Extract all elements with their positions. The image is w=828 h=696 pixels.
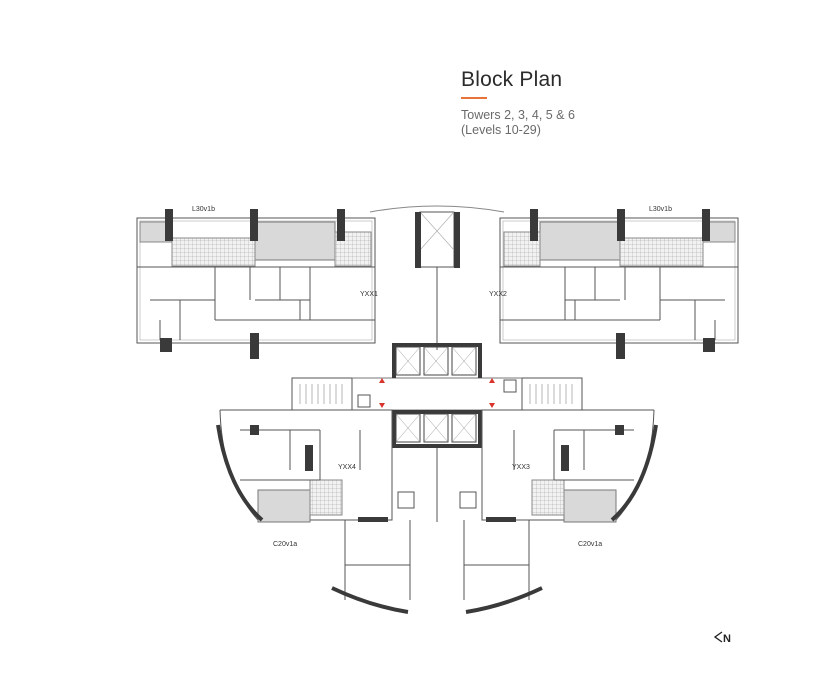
label-yxx4: YXX4 (338, 464, 356, 471)
label-bottom-right-unit: C20v1a (578, 541, 602, 548)
top-center-core (369, 205, 505, 350)
tiled-deck-top-left (171, 237, 256, 267)
central-core (291, 377, 583, 411)
label-top-right-unit: L30v1b (649, 206, 672, 213)
north-arrow-icon (713, 631, 723, 643)
terrace-bottom-right (563, 489, 617, 523)
lift-shafts (395, 346, 477, 443)
lift-markers (379, 378, 495, 408)
plan-header: Block Plan Towers 2, 3, 4, 5 & 6 (Levels… (461, 68, 575, 138)
plan-subtitle: Towers 2, 3, 4, 5 & 6 (Levels 10-29) (461, 108, 575, 138)
label-yxx3: YXX3 (512, 464, 530, 471)
north-compass: N (713, 631, 731, 645)
tiled-deck-top-right (619, 237, 704, 267)
north-label: N (723, 633, 731, 645)
title-accent-line (461, 97, 487, 99)
label-bottom-left-unit: C20v1a (273, 541, 297, 548)
plan-title: Block Plan (461, 68, 563, 91)
terrace-top-right (539, 221, 621, 261)
subtitle-towers: Towers 2, 3, 4, 5 & 6 (461, 108, 575, 122)
terrace-top-left (254, 221, 336, 261)
label-yxx1: YXX1 (360, 291, 378, 298)
label-top-left-unit: L30v1b (192, 206, 215, 213)
label-yxx2: YXX2 (489, 291, 507, 298)
subtitle-levels: (Levels 10-29) (461, 123, 541, 137)
terrace-bottom-left (257, 489, 311, 523)
